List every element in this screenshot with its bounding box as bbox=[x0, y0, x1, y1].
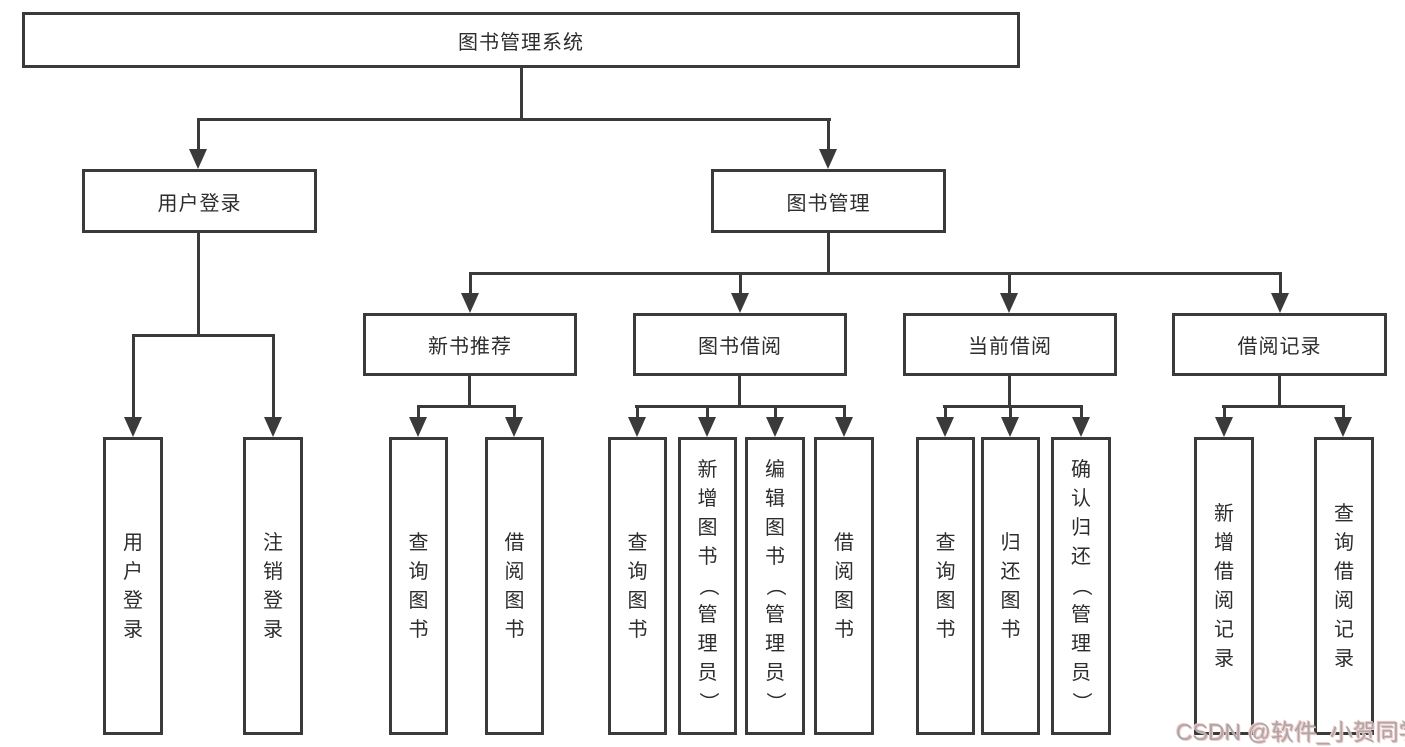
connector-book-borrow-stem bbox=[738, 376, 741, 408]
leaf-label: 查询图书 bbox=[408, 531, 429, 641]
leaf-query-books-3: 查询图书 bbox=[916, 437, 975, 735]
node-new-book-recommend: 新书推荐 bbox=[363, 313, 577, 376]
leaf-label: 新增借阅记录 bbox=[1214, 502, 1234, 670]
leaf-label: 新增图书（管理员） bbox=[696, 459, 719, 712]
node-current-borrow: 当前借阅 bbox=[903, 313, 1117, 376]
connector-level3-branch bbox=[469, 272, 1282, 275]
connector-new-book-recommend-branch bbox=[417, 405, 516, 408]
leaf-label: 用户登录 bbox=[123, 531, 143, 641]
leaf-label: 归还图书 bbox=[1000, 531, 1021, 641]
connector-current-borrow-stem bbox=[1008, 376, 1011, 408]
connector-new-book-recommend-stem bbox=[468, 376, 471, 408]
arrow-into-user-login bbox=[189, 118, 207, 169]
connector-book-borrow-branch bbox=[635, 405, 846, 408]
arrow-into-query-books-2 bbox=[628, 405, 646, 437]
leaf-confirm-return-admin: 确认归还（管理员） bbox=[1051, 437, 1111, 735]
node-label: 用户登录 bbox=[157, 192, 242, 215]
arrow-into-new-book-recommend bbox=[461, 272, 479, 313]
leaf-borrow-books-1: 借阅图书 bbox=[485, 437, 544, 735]
arrow-into-borrow-books-1 bbox=[505, 405, 523, 437]
leaf-add-borrow-record: 新增借阅记录 bbox=[1194, 437, 1254, 735]
arrow-into-edit-books bbox=[766, 405, 784, 437]
leaf-return-books: 归还图书 bbox=[981, 437, 1040, 735]
node-label: 新书推荐 bbox=[428, 336, 512, 358]
leaf-label: 注销登录 bbox=[263, 531, 283, 641]
leaf-label: 编辑图书（管理员） bbox=[764, 459, 786, 712]
node-label: 图书管理系统 bbox=[458, 31, 584, 54]
arrow-into-confirm-return bbox=[1072, 405, 1090, 437]
node-borrow-records: 借阅记录 bbox=[1172, 313, 1387, 376]
connector-user-login-branch bbox=[132, 334, 275, 337]
node-label: 图书借阅 bbox=[698, 336, 782, 358]
leaf-logout: 注销登录 bbox=[243, 437, 303, 735]
leaf-label: 查询图书 bbox=[627, 531, 648, 641]
leaf-edit-books-admin: 编辑图书（管理员） bbox=[745, 437, 805, 735]
leaf-label: 确认归还（管理员） bbox=[1070, 459, 1092, 712]
leaf-label: 借阅图书 bbox=[834, 531, 854, 641]
arrow-into-borrow-records bbox=[1271, 272, 1289, 313]
arrow-into-query-books-1 bbox=[409, 405, 427, 437]
arrow-into-return-books bbox=[1001, 405, 1019, 437]
node-label: 图书管理 bbox=[786, 192, 871, 215]
leaf-query-borrow-record: 查询借阅记录 bbox=[1314, 437, 1374, 735]
arrow-into-logout-leaf bbox=[264, 334, 282, 437]
arrow-into-borrow-books-2 bbox=[835, 405, 853, 437]
leaf-user-login: 用户登录 bbox=[103, 437, 163, 735]
node-book-borrow: 图书借阅 bbox=[633, 313, 847, 376]
leaf-label: 查询借阅记录 bbox=[1334, 502, 1354, 670]
node-label: 借阅记录 bbox=[1237, 336, 1322, 358]
connector-current-borrow-branch bbox=[943, 405, 1083, 408]
arrow-into-current-borrow bbox=[1000, 272, 1018, 313]
node-label: 当前借阅 bbox=[968, 336, 1052, 358]
leaf-borrow-books-2: 借阅图书 bbox=[814, 437, 874, 735]
node-book-management: 图书管理 bbox=[711, 169, 946, 233]
node-user-login: 用户登录 bbox=[82, 169, 317, 233]
connector-root-stem bbox=[520, 68, 523, 121]
leaf-add-books-admin: 新增图书（管理员） bbox=[678, 437, 737, 735]
arrow-into-book-management bbox=[819, 118, 837, 169]
arrow-into-add-borrow-record bbox=[1215, 405, 1233, 437]
leaf-query-books-1: 查询图书 bbox=[389, 437, 448, 735]
connector-user-login-stem bbox=[197, 233, 200, 337]
connector-book-management-stem bbox=[827, 233, 830, 275]
arrow-into-add-books bbox=[698, 405, 716, 437]
leaf-query-books-2: 查询图书 bbox=[608, 437, 667, 735]
csdn-watermark: CSDN @软件_小贺同学 bbox=[1176, 719, 1405, 745]
leaf-label: 查询图书 bbox=[935, 531, 956, 641]
node-library-management-system: 图书管理系统 bbox=[22, 12, 1020, 68]
leaf-label: 借阅图书 bbox=[504, 531, 525, 641]
arrow-into-query-books-3 bbox=[936, 405, 954, 437]
arrow-into-book-borrow bbox=[731, 272, 749, 313]
arrow-into-query-borrow-record bbox=[1334, 405, 1352, 437]
connector-borrow-records-branch bbox=[1222, 405, 1345, 408]
connector-level2-branch bbox=[197, 118, 831, 121]
arrow-into-user-login-leaf bbox=[124, 334, 142, 437]
connector-borrow-records-stem bbox=[1278, 376, 1281, 408]
